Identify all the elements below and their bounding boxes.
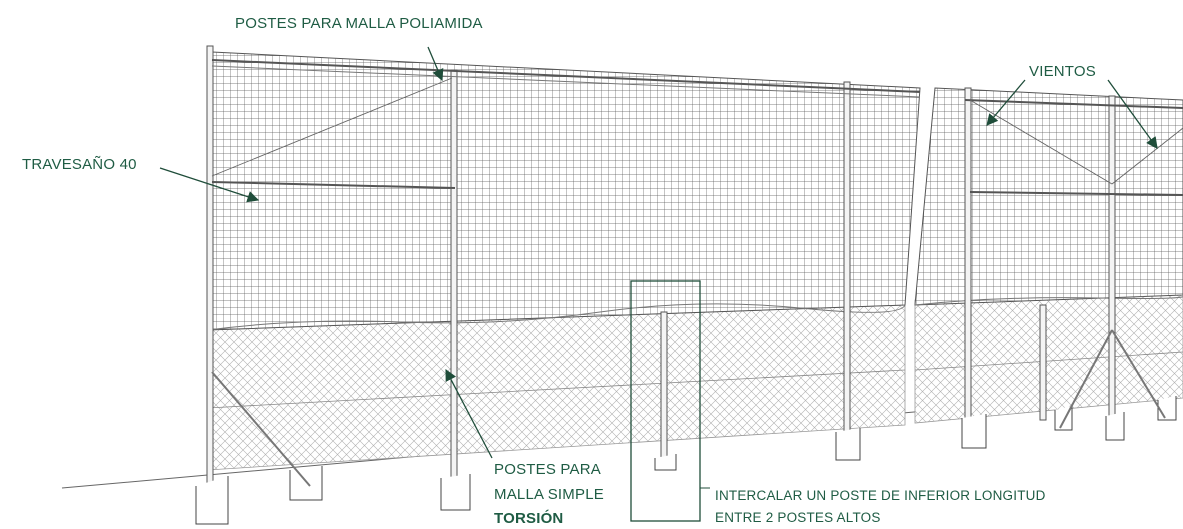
- label-postes-simple-line2: MALLA SIMPLE: [494, 486, 604, 503]
- label-intercalar-line2: ENTRE 2 POSTES ALTOS: [715, 510, 881, 525]
- chainlink-mesh-right: [914, 294, 1183, 424]
- highlight-box: [630, 280, 701, 522]
- post-footing: [195, 396, 1177, 525]
- travesano-crossbar: [211, 181, 456, 189]
- polyamide-mesh-left: [207, 51, 921, 331]
- label-vientos: VIENTOS: [1029, 63, 1096, 80]
- label-travesano: TRAVESAÑO 40: [22, 156, 137, 173]
- diagonal-strut: [211, 329, 1166, 487]
- chainlink-mesh-left: [207, 304, 906, 471]
- label-postes-simple-line1: POSTES PARA: [494, 461, 601, 478]
- top-rail: [211, 59, 921, 93]
- label-postes-simple-line3: TORSIÓN: [494, 510, 564, 527]
- callout-arrow: [159, 46, 1158, 459]
- polyamide-mesh-right: [914, 87, 1183, 306]
- label-postes-poliamida: POSTES PARA MALLA POLIAMIDA: [235, 15, 483, 32]
- label-intercalar-line1: INTERCALAR UN POSTE DE INFERIOR LONGITUD: [715, 488, 1046, 503]
